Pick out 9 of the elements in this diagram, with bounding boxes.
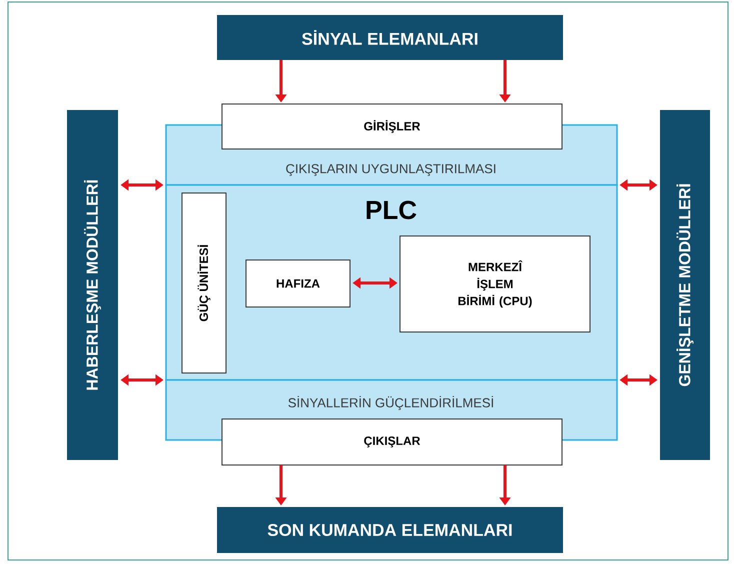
process-box: MERKEZÎ İŞLEM BİRİMİ (CPU) — [400, 236, 590, 332]
process-box: GÜÇ ÜNİTESİ — [182, 192, 226, 374]
module-band: GENİŞLETME MODÜLLERİ — [660, 110, 710, 460]
title-band: SİNYAL ELEMANLARI — [217, 15, 563, 60]
process-box: ÇIKIŞLAR — [222, 418, 562, 466]
process-box: HAFIZA — [246, 260, 350, 308]
process-box: GİRİŞLER — [222, 104, 562, 150]
module-band: HABERLEŞME MODÜLLERİ — [67, 110, 118, 460]
title-band: SON KUMANDA ELEMANLARI — [217, 507, 563, 553]
